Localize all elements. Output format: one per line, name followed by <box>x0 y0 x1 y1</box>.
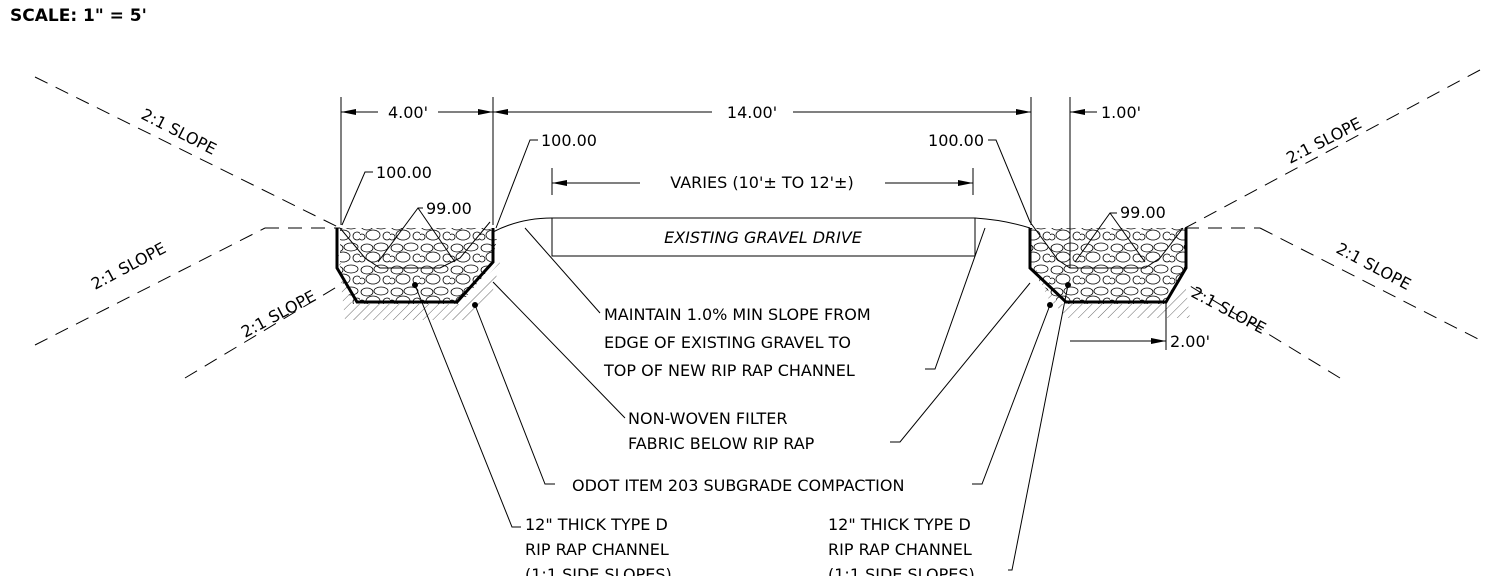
riprap-right-line-3: (1:1 SIDE SLOPES) <box>828 565 975 576</box>
existing-drive-box <box>551 217 976 257</box>
maintain-slope-line-3: TOP OF NEW RIP RAP CHANNEL <box>603 361 855 380</box>
dim-right-offset: 1.00' <box>1101 103 1141 122</box>
slope-label-lower-left-outer: 2:1 SLOPE <box>88 238 169 293</box>
riprap-right-line-1: 12" THICK TYPE D <box>828 515 971 534</box>
slope-label-lower-left-inner: 2:1 SLOPE <box>238 286 319 341</box>
dim-left-channel-width: 4.00' <box>388 103 428 122</box>
slope-label-upper-right: 2:1 SLOPE <box>1283 114 1364 168</box>
subgrade-hatch <box>337 248 1190 320</box>
elev-left-bottom: 99.00 <box>426 199 472 218</box>
riprap-right-line-2: RIP RAP CHANNEL <box>828 540 972 559</box>
maintain-slope-line-2: EDGE OF EXISTING GRAVEL TO <box>604 333 851 352</box>
riprap-left-line-2: RIP RAP CHANNEL <box>525 540 669 559</box>
elev-left-outer-top: 100.00 <box>376 163 432 182</box>
elevation-leaders <box>341 139 1146 263</box>
dim-right-bottom: 2.00' <box>1170 332 1210 351</box>
subgrade-compaction-label: ODOT ITEM 203 SUBGRADE COMPACTION <box>572 476 904 495</box>
filter-fabric-line-2: FABRIC BELOW RIP RAP <box>628 434 815 453</box>
slope-label-lower-right-inner: 2:1 SLOPE <box>1188 283 1269 338</box>
callout-leaders <box>412 227 1071 571</box>
riprap-left-line-1: 12" THICK TYPE D <box>525 515 668 534</box>
filter-fabric-line-1: NON-WOVEN FILTER <box>628 409 788 428</box>
dim-drive-width: 14.00' <box>727 103 777 122</box>
elev-left-inner-top: 100.00 <box>541 131 597 150</box>
maintain-slope-line-1: MAINTAIN 1.0% MIN SLOPE FROM <box>604 305 871 324</box>
elev-right-inner-top: 100.00 <box>928 131 984 150</box>
slope-label-upper-left: 2:1 SLOPE <box>138 105 219 159</box>
elev-right-bottom: 99.00 <box>1120 203 1166 222</box>
channel-outlines <box>335 221 1188 304</box>
slope-lines <box>34 69 1481 379</box>
scale-note: SCALE: 1" = 5' <box>10 6 147 26</box>
dimension-lines <box>340 97 1167 350</box>
riprap-left-line-3: (1:1 SIDE SLOPES) <box>525 565 672 576</box>
existing-drive-label: EXISTING GRAVEL DRIVE <box>664 228 863 247</box>
dim-varies: VARIES (10'± TO 12'±) <box>670 173 853 192</box>
